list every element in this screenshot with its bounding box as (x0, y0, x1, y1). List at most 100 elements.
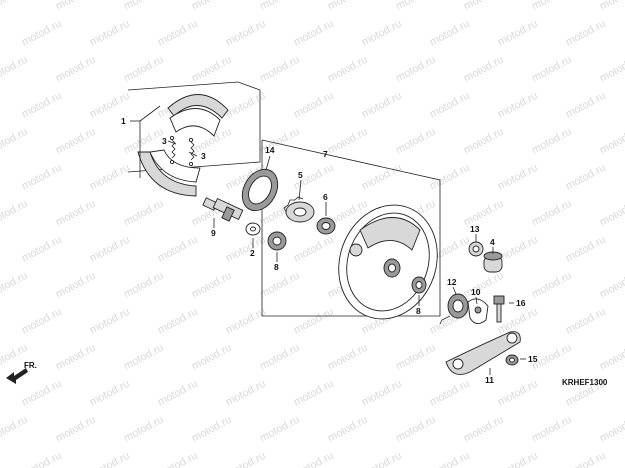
shoe-spring-left (169, 135, 176, 165)
watermark-text: motod.ru (0, 270, 30, 301)
watermark-text: motod.ru (88, 306, 132, 337)
watermark-text: motod.ru (190, 270, 234, 301)
callout-labels: 1 3 3 14 7 5 6 9 2 8 8 13 4 12 10 16 15 … (121, 116, 538, 385)
watermark-text: motod.ru (20, 18, 64, 49)
collar (483, 251, 503, 273)
brake-cam-gear (283, 196, 315, 223)
watermark-text: motod.ru (0, 198, 30, 229)
watermark-text: motod.ru (88, 450, 132, 468)
watermark-text: motod.ru (224, 90, 268, 121)
small-washer (245, 222, 261, 236)
watermark-text: motod.ru (564, 18, 608, 49)
watermark-text: motod.ru (292, 378, 336, 409)
callout-2: 2 (250, 248, 255, 258)
watermark-text: motod.ru (394, 54, 438, 85)
front-indicator-label: FR. (24, 361, 37, 370)
callout-3a: 3 (162, 136, 167, 146)
watermark-text: motod.ru (156, 234, 200, 265)
watermark-text: motod.ru (292, 306, 336, 337)
watermark-text: motod.ru (530, 54, 574, 85)
callout-1: 1 (121, 116, 126, 126)
callout-5: 5 (298, 170, 303, 180)
watermark-text: motod.ru (428, 378, 472, 409)
watermark-text: motod.ru (122, 270, 166, 301)
watermark-text: motod.ru (462, 414, 506, 445)
watermark-text: motod.ru (224, 18, 268, 49)
watermark-text: motod.ru (598, 342, 625, 373)
watermark-text: motod.ru (54, 0, 98, 13)
leader-lines (130, 105, 526, 375)
watermark-text: motod.ru (0, 54, 30, 85)
watermark-text: motod.ru (530, 198, 574, 229)
watermark-text: motod.ru (54, 126, 98, 157)
brake-shoe-upper (167, 94, 229, 119)
watermark-text: motod.ru (190, 0, 234, 13)
watermark-text: motod.ru (326, 342, 370, 373)
callout-13: 13 (470, 224, 480, 234)
watermark-text: motod.ru (428, 90, 472, 121)
brake-shoe-lower (137, 151, 197, 197)
watermark-text: motod.ru (292, 234, 336, 265)
callout-8-left: 8 (274, 262, 279, 272)
watermark-text: motod.ru (258, 414, 302, 445)
watermark-text: motod.ru (156, 450, 200, 468)
watermark-text: motod.ru (360, 450, 404, 468)
watermark-text: motod.ru (428, 18, 472, 49)
watermark-text: motod.ru (88, 18, 132, 49)
watermark-text: motod.ru (88, 378, 132, 409)
watermark-text: motod.ru (530, 0, 574, 13)
watermark-text: motod.ru (122, 342, 166, 373)
callout-6: 6 (323, 192, 328, 202)
callout-7: 7 (323, 149, 328, 159)
bearing-right (411, 276, 427, 294)
return-spring (439, 293, 469, 325)
callout-15: 15 (528, 354, 538, 364)
watermark-text: motod.ru (496, 90, 540, 121)
brake-cam-shaft (202, 197, 244, 222)
callout-11: 11 (485, 375, 494, 385)
watermark-text: motod.ru (54, 198, 98, 229)
brake-arm (445, 331, 521, 375)
watermark-text: motod.ru (394, 414, 438, 445)
watermark-text: motod.ru (0, 0, 30, 13)
watermark-text: motod.ru (564, 162, 608, 193)
watermark-text: motod.ru (20, 378, 64, 409)
watermark-text: motod.ru (394, 126, 438, 157)
watermark-text: motod.ru (20, 450, 64, 468)
watermark-text: motod.ru (496, 378, 540, 409)
watermark-text: motod.ru (428, 450, 472, 468)
watermark-text: motod.ru (122, 0, 166, 13)
oil-seal-ring (241, 168, 279, 212)
watermark-text: motod.ru (156, 18, 200, 49)
callout-4: 4 (490, 237, 495, 247)
watermark-text: motod.ru (20, 234, 64, 265)
brake-shoe-lower-face (149, 149, 201, 183)
watermark-text: motod.ru (20, 162, 64, 193)
watermark-text: motod.ru (224, 234, 268, 265)
watermark-text: motod.ru (326, 54, 370, 85)
watermark-text: motod.ru (156, 378, 200, 409)
watermark-text: motod.ru (20, 306, 64, 337)
callout-8-right: 8 (416, 306, 421, 316)
diagram-code: KRHEF1300 (562, 378, 608, 387)
watermark-text: motod.ru (190, 414, 234, 445)
watermark-text: motod.ru (462, 54, 506, 85)
watermark-text: motod.ru (564, 450, 608, 468)
watermark-text: motod.ru (598, 54, 625, 85)
watermark-text: motod.ru (598, 414, 625, 445)
watermark-text: motod.ru (0, 414, 30, 445)
watermark-text: motod.ru (258, 54, 302, 85)
callout-14: 14 (265, 145, 275, 155)
watermark-text: motod.ru (394, 342, 438, 373)
brake-shoe-set (137, 94, 229, 197)
watermark-text: motod.ru (88, 162, 132, 193)
watermark-text: motod.ru (496, 450, 540, 468)
bolt (493, 295, 505, 323)
watermark-text: motod.ru (292, 18, 336, 49)
watermark-text: motod.ru (428, 162, 472, 193)
callout-16: 16 (516, 298, 526, 308)
group-box-1 (127, 81, 261, 173)
watermark-text: motod.ru (190, 54, 234, 85)
watermark-text: motod.ru (326, 414, 370, 445)
